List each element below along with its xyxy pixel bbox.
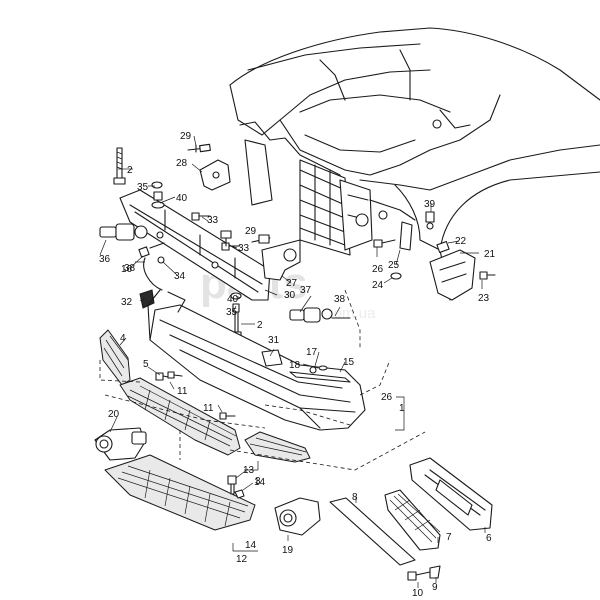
callout-6: 6 [486,533,492,544]
callout-labels: 1 2 2 3 4 5 6 7 8 9 10 11 11 12 13 14 14… [99,131,496,599]
part-bracket-28 [187,143,231,191]
part-hose-16 [143,257,163,291]
part-lower-grille [119,377,241,456]
callout-22: 22 [455,236,467,247]
callout-24: 24 [372,280,384,291]
part-bumper-cover [147,289,366,431]
callout-21: 21 [484,249,496,260]
part-fog-light-20 [94,427,147,461]
callout-14-b: 14 [245,540,257,551]
callout-40-b: 40 [227,294,239,305]
part-clip-32 [139,289,155,309]
part-license-plate-6 [409,457,493,531]
part-trim-8 [329,497,416,566]
part-screw-11-a [167,371,183,379]
guide-lines [99,289,426,471]
callout-38-a: 38 [124,263,136,274]
callout-32: 32 [121,297,133,308]
callout-23: 23 [478,293,490,304]
callout-33-a: 33 [207,215,219,226]
callout-37: 37 [300,285,312,296]
callout-35-a: 35 [137,182,149,193]
callout-29-b: 29 [245,226,257,237]
part-grille-3 [244,431,311,463]
callout-5: 5 [143,359,149,370]
part-underbody-panel-12 [104,454,256,531]
callout-34: 34 [174,271,186,282]
callout-2-mid: 2 [257,320,263,331]
part-screw-38 [138,242,165,258]
callout-31: 31 [268,335,280,346]
callout-14-a: 14 [254,477,266,488]
callout-15: 15 [343,357,355,368]
part-clip-34 [157,256,165,264]
callout-20: 20 [108,409,120,420]
leader-lines [99,135,486,588]
callout-29-a: 29 [180,131,192,142]
callout-26-top: 26 [372,264,384,275]
callout-30: 30 [284,290,296,301]
callout-8: 8 [352,492,358,503]
callout-36: 36 [99,254,111,265]
callout-17: 17 [306,347,318,358]
part-screw-26 [373,239,396,248]
part-clip-18 [318,365,328,371]
part-bolt-39 [425,211,435,230]
callout-12: 12 [236,554,248,565]
callout-16: 16 [121,264,133,275]
callout-11-b: 11 [203,403,214,414]
callout-18: 18 [289,360,301,371]
part-grille-4 [99,329,131,386]
callout-7: 7 [446,532,452,543]
part-washer-stack [151,181,165,209]
part-bracket-27 [251,234,301,281]
part-clip-9 [429,565,441,579]
callout-10: 10 [412,588,424,599]
callout-3: 3 [255,476,261,487]
callout-39: 39 [424,199,436,210]
part-screw-13 [227,475,245,499]
callout-35-b: 35 [226,307,238,318]
part-trim-15 [289,371,351,383]
part-fog-light-19 [274,497,321,536]
callout-11-a: 11 [177,386,188,397]
callout-27: 27 [286,278,298,289]
part-bolt-2-top [113,147,126,185]
part-sensor-37 [289,307,351,323]
callout-4: 4 [120,333,126,344]
callout-33-b: 33 [238,243,250,254]
part-clip-35 [220,230,232,247]
callout-28: 28 [176,158,188,169]
callout-1: 1 [399,403,405,414]
callout-2-top: 2 [127,165,133,176]
callout-40-a: 40 [176,193,188,204]
part-screw-11-b [219,412,236,420]
part-screw-33-a [191,212,211,221]
part-bracket-25 [390,221,413,280]
callout-25: 25 [388,260,400,271]
part-clip-17 [309,366,317,374]
callout-38-b: 38 [334,294,346,305]
part-license-holder-7 [384,489,441,551]
callout-13: 13 [243,465,255,476]
callout-9: 9 [432,582,438,593]
part-sensor-36 [99,223,148,241]
part-bracket-21 [429,240,496,301]
callout-26-bottom: 26 [381,392,393,403]
part-screw-10 [407,571,431,581]
car-front-body [229,27,600,301]
part-impact-bar-30 [119,189,271,301]
callout-19: 19 [282,545,294,556]
